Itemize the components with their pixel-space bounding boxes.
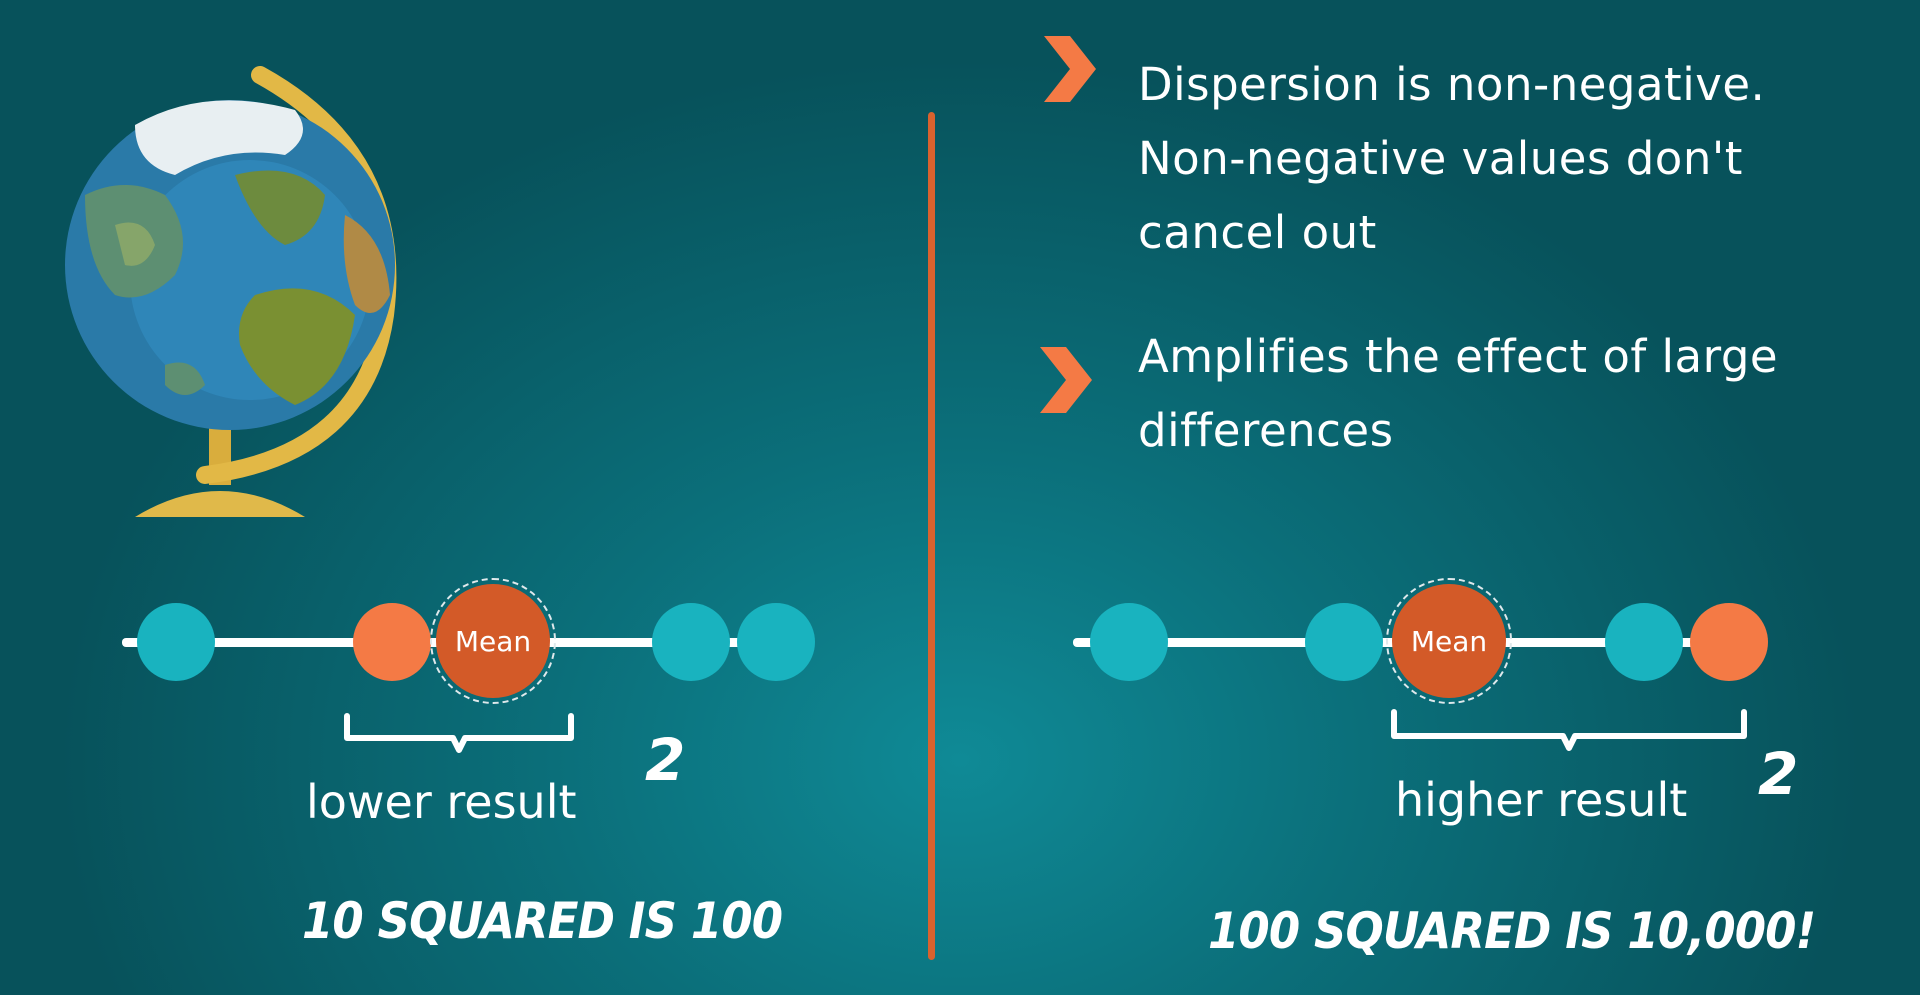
- right-data-point: [1305, 603, 1383, 681]
- bullet-2-line-2: differences: [1138, 404, 1394, 457]
- bullet-2-line-1: Amplifies the effect of large: [1138, 330, 1779, 383]
- globe-icon: [65, 66, 397, 517]
- left-caption: 10 SQUARED IS 100: [302, 892, 783, 950]
- right-mean-label: Mean: [1410, 624, 1488, 658]
- chevron-right-icon: [1040, 347, 1092, 413]
- right-result-label: higher result: [1395, 773, 1688, 827]
- right-highlight-point: [1690, 603, 1768, 681]
- bullet-2: Amplifies the effect of large difference…: [1138, 320, 1778, 468]
- right-brace: [1391, 709, 1747, 751]
- right-data-point: [1090, 603, 1168, 681]
- left-mean-label: Mean: [454, 624, 532, 658]
- chevron-right-icon: [1044, 36, 1096, 102]
- left-data-point: [137, 603, 215, 681]
- left-result-label: lower result: [306, 775, 577, 829]
- left-exponent: 2: [645, 726, 686, 794]
- left-mean-marker: Mean: [436, 584, 550, 698]
- left-data-point: [652, 603, 730, 681]
- bullet-1: Dispersion is non-negative. Non-negative…: [1138, 48, 1765, 270]
- right-mean-ring: [1386, 578, 1512, 704]
- left-mean-ring: [430, 578, 556, 704]
- bullet-1-line-3: cancel out: [1138, 206, 1377, 259]
- right-exponent: 2: [1758, 740, 1799, 808]
- left-highlight-point: [353, 603, 431, 681]
- left-brace: [344, 713, 574, 753]
- bullet-1-line-1: Dispersion is non-negative.: [1138, 58, 1766, 111]
- bullet-1-line-2: Non-negative values don't: [1138, 132, 1743, 185]
- right-mean-marker: Mean: [1392, 584, 1506, 698]
- right-data-point: [1605, 603, 1683, 681]
- right-caption: 100 SQUARED IS 10,000!: [1208, 902, 1816, 960]
- left-data-point: [737, 603, 815, 681]
- vertical-divider: [928, 112, 935, 960]
